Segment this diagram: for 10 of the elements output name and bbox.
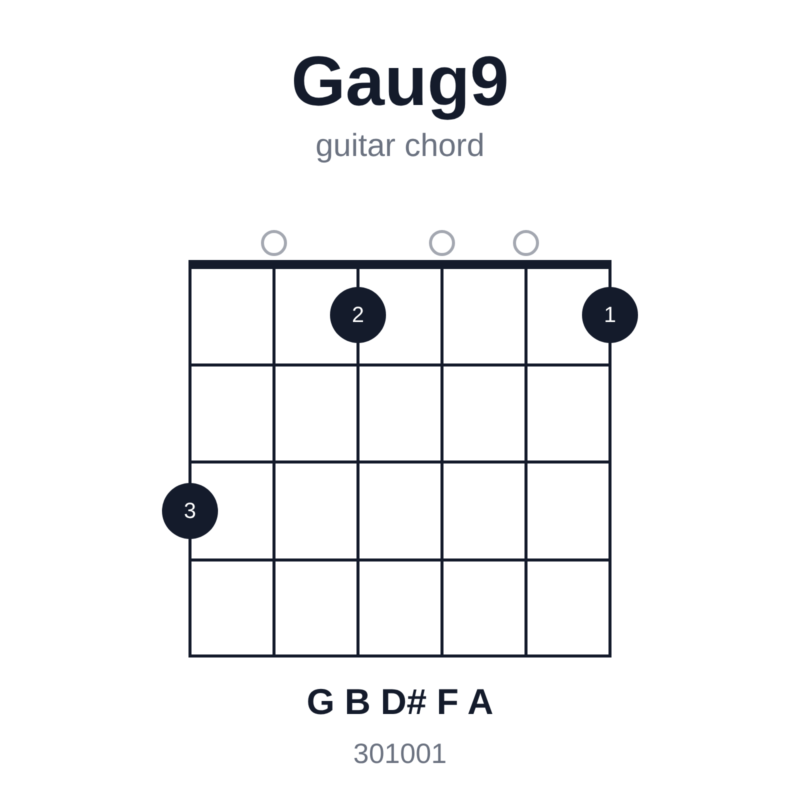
open-string-circle xyxy=(429,230,455,256)
finger-dot: 1 xyxy=(582,287,638,343)
chord-title: Gaug9 xyxy=(290,41,510,122)
note-names: G B D# F A xyxy=(306,681,494,722)
open-string-circle xyxy=(513,230,539,256)
open-string-circle xyxy=(261,230,287,256)
chord-subtitle: guitar chord xyxy=(316,127,484,163)
finger-dot: 2 xyxy=(330,287,386,343)
finger-dot: 3 xyxy=(162,483,218,539)
fret-numbers: 301001 xyxy=(353,738,447,769)
